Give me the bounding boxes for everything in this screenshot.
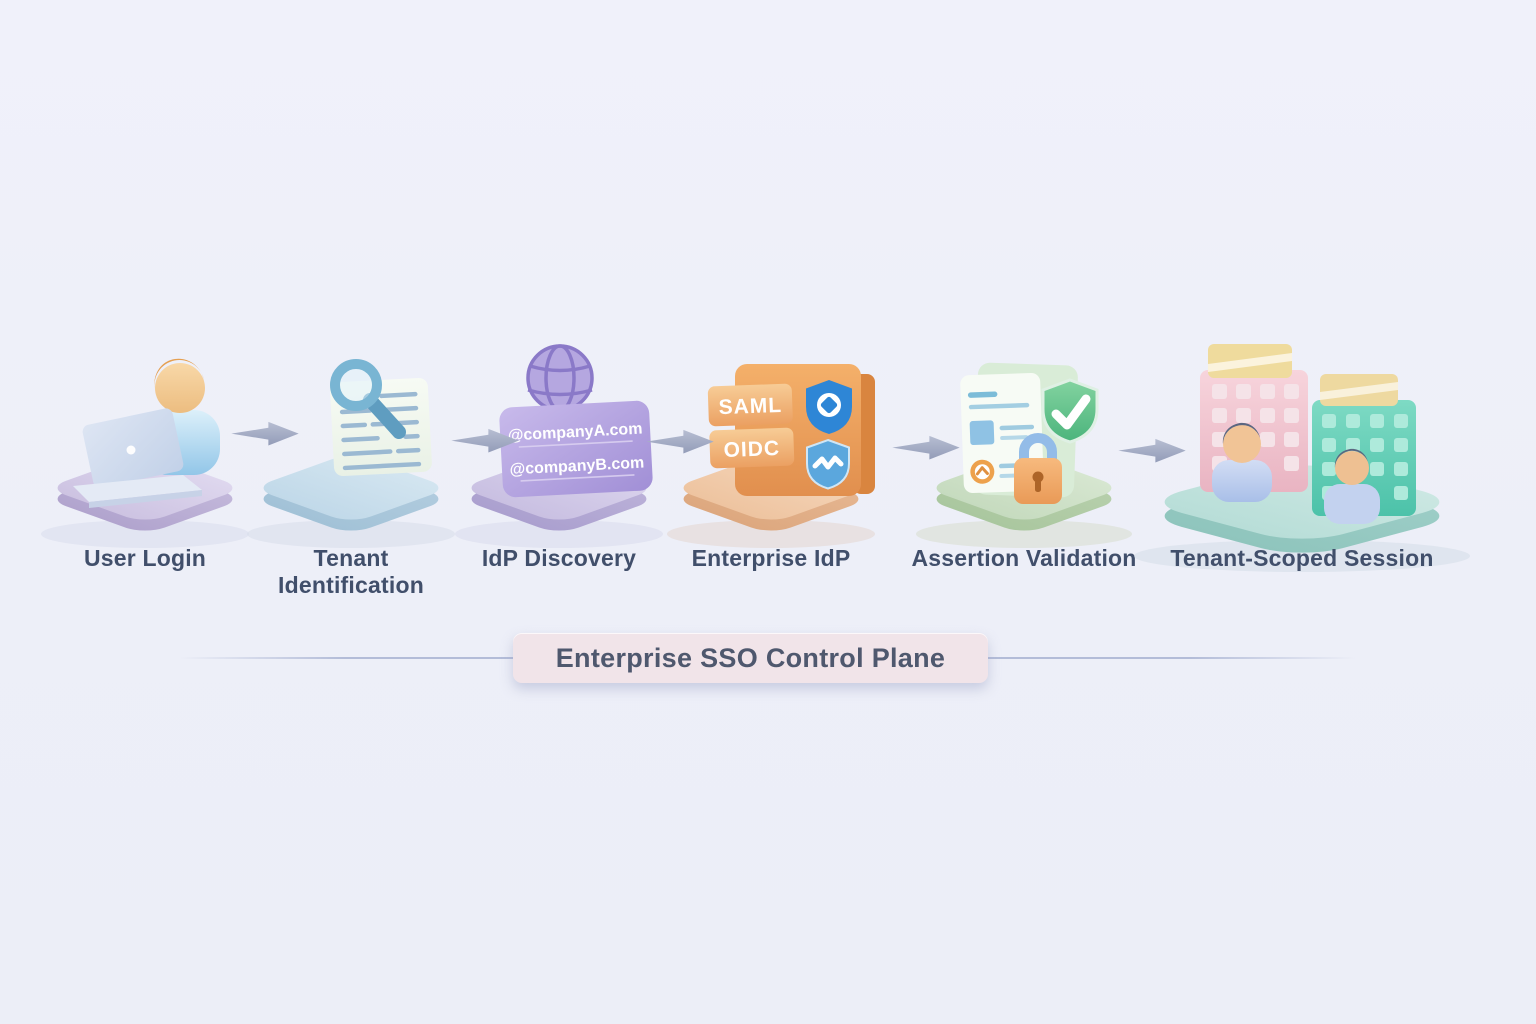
globe-domain-card-icon: @companyA.com @companyB.com [455, 344, 663, 548]
flow-step-idp-discovery: @companyA.com @companyB.com IdP Discover… [439, 338, 679, 583]
flow-step-tenant-identification: Tenant Identification [231, 338, 471, 598]
step-label: Enterprise IdP [691, 545, 851, 571]
folder-roof-icon [1208, 344, 1292, 378]
folder-with-shields-icon: SAML OIDC [667, 364, 875, 548]
shield-ring-icon [806, 380, 852, 434]
domain-card: @companyA.com @companyB.com [499, 400, 653, 498]
magnifier-over-document-icon [247, 359, 455, 548]
saml-tag: SAML [718, 394, 782, 419]
protocol-tags: SAML OIDC [707, 383, 795, 469]
flow-arrow-icon [1118, 438, 1186, 463]
step-label: User Login [83, 545, 207, 571]
flow-arrow-icon [892, 435, 960, 460]
flow-arrow-icon [231, 421, 299, 446]
control-plane-banner: Enterprise SSO Control Plane [513, 633, 988, 683]
flow-step-tenant-scoped-session: Tenant-Scoped Session [1112, 338, 1492, 583]
person-at-laptop-icon [41, 358, 249, 548]
step-label: Tenant-Scoped Session [1170, 545, 1434, 571]
flow-step-assertion-validation: Assertion Validation [904, 338, 1144, 583]
step-label: Assertion Validation [911, 545, 1137, 571]
user-icon [1324, 448, 1380, 524]
flow-arrow-icon [646, 429, 714, 454]
laptop-icon [73, 408, 202, 508]
user-icon [1212, 422, 1272, 502]
flow-step-user-login: User Login [25, 338, 265, 583]
step-label: IdP Discovery [481, 545, 637, 571]
step-label: Tenant Identification [278, 545, 424, 598]
globe-icon [526, 344, 594, 412]
magnifier-icon [330, 359, 406, 439]
oidc-tag: OIDC [723, 437, 780, 462]
flow-arrow-icon [451, 428, 519, 453]
folder-roof-icon [1320, 374, 1398, 406]
padlock-icon [1014, 433, 1062, 504]
check-shield-icon [1041, 378, 1099, 444]
banner-label: Enterprise SSO Control Plane [555, 642, 946, 673]
badge-icon [970, 459, 995, 484]
buildings-users-icon [1134, 344, 1470, 572]
shield-wave-icon [806, 438, 850, 490]
flow-step-enterprise-idp: SAML OIDC Enterprise IdP [651, 338, 891, 583]
document-shield-lock-icon [916, 362, 1132, 548]
